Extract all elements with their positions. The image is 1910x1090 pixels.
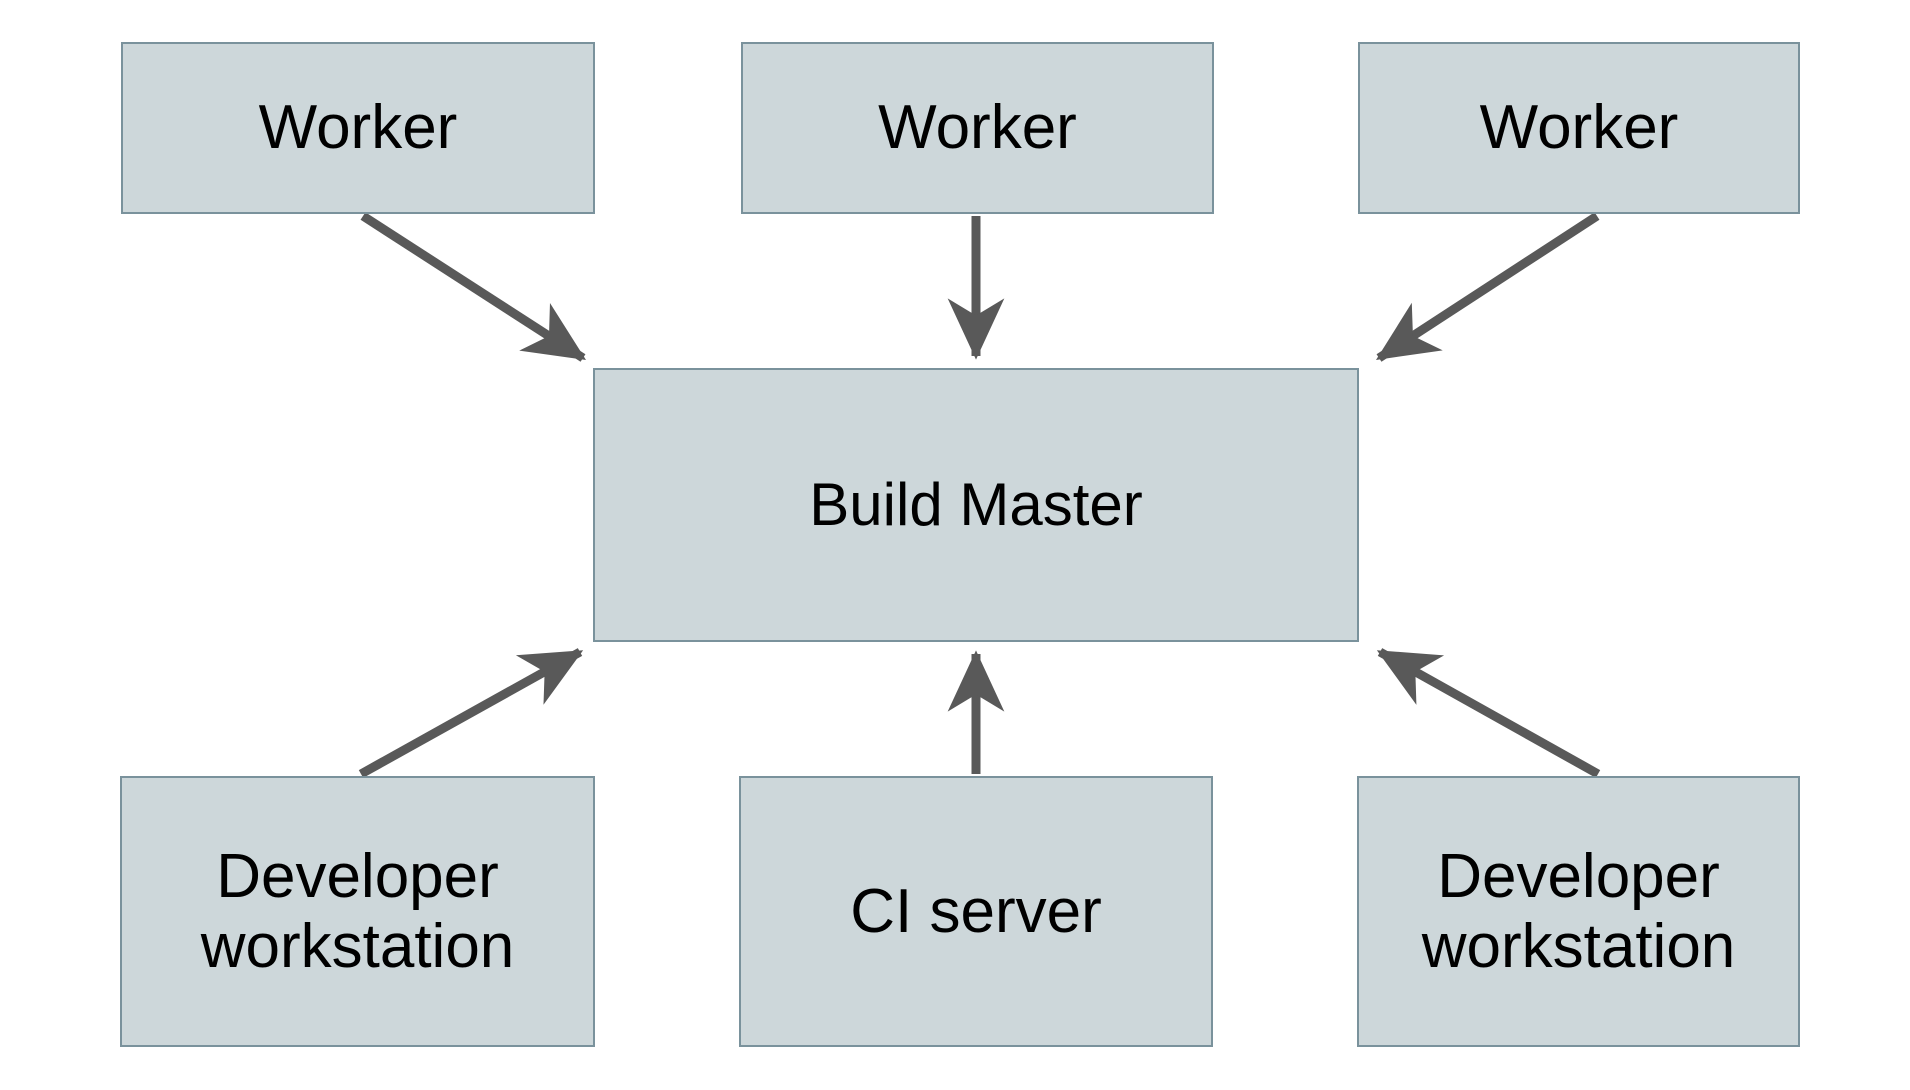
node-build-master[interactable]: Build Master [593,368,1359,642]
node-developer-workstation-right[interactable]: Developer workstation [1357,776,1800,1047]
node-label-worker-1: Worker [258,93,458,163]
node-label-developer-workstation-right: Developer workstation [1421,842,1736,981]
node-label-build-master: Build Master [809,471,1143,539]
edge-dev-right-to-build-master [1376,648,1601,778]
node-ci-server[interactable]: CI server [739,776,1213,1047]
node-label-ci-server: CI server [850,876,1102,946]
node-label-worker-2: Worker [878,93,1077,163]
node-developer-workstation-left[interactable]: Developer workstation [120,776,595,1047]
node-worker-1[interactable]: Worker [121,42,595,214]
node-label-worker-3: Worker [1479,93,1679,163]
edge-dev-left-to-build-master [358,648,584,778]
node-label-developer-workstation-left: Developer workstation [200,842,515,981]
edge-worker-1-to-build-master [360,212,587,362]
edge-worker-3-to-build-master [1375,212,1600,362]
node-worker-2[interactable]: Worker [741,42,1214,214]
node-worker-3[interactable]: Worker [1358,42,1800,214]
